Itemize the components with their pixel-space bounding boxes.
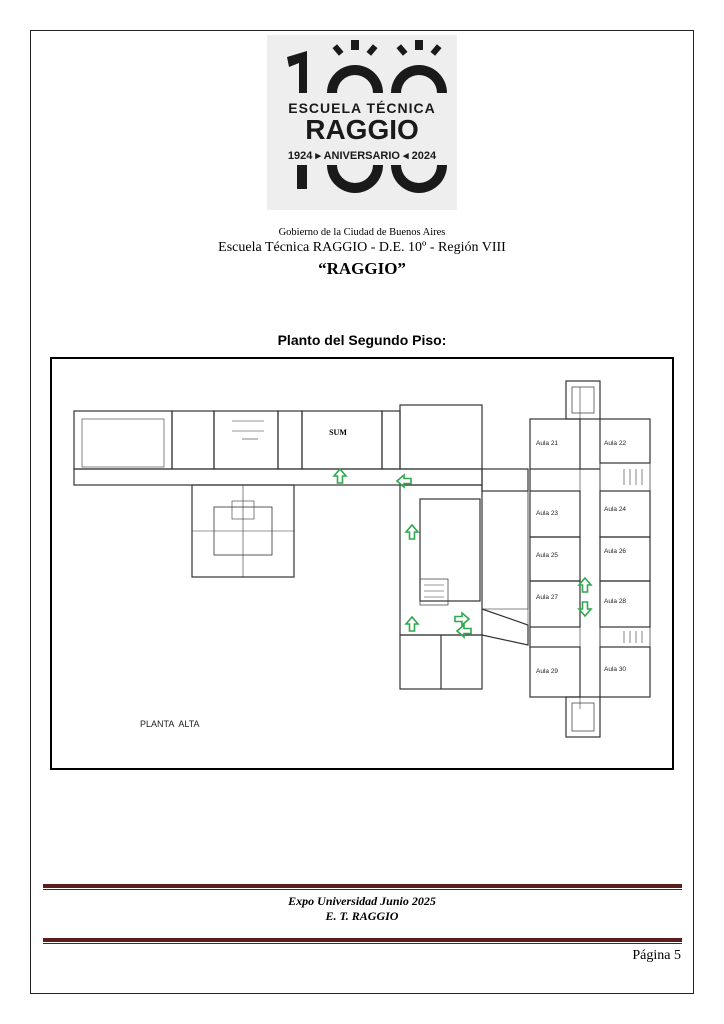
- evacuation-arrow-icon: [404, 615, 420, 632]
- logo-line1: ESCUELA TÉCNICA: [288, 100, 436, 116]
- logo-line2: RAGGIO: [305, 114, 419, 145]
- floor-plan: SUM Aula 21 Aula 22 Aula 23 Aula 24 Aula 25 A…: [50, 357, 674, 770]
- classroom-label: Aula 25: [536, 552, 558, 559]
- evacuation-arrow-icon: [577, 601, 593, 618]
- plan-title: Planto del Segundo Piso:: [277, 332, 447, 348]
- classroom-label: Aula 27: [536, 594, 558, 601]
- centenary-logo: ESCUELA TÉCNICA RAGGIO 1924 ▸ ANIVERSARI…: [267, 35, 457, 210]
- page-number: Página 5: [632, 948, 681, 963]
- evacuation-arrow-icon: [404, 523, 420, 540]
- evacuation-arrow-icon: [395, 473, 412, 489]
- government-name: Gobierno de la Ciudad de Buenos Aires: [278, 227, 446, 238]
- footer-event: Expo Universidad Junio 2025: [288, 894, 436, 908]
- evacuation-arrow-icon: [454, 611, 471, 627]
- logo-line3: 1924 ▸ ANIVERSARIO ◂ 2024: [288, 150, 437, 162]
- classroom-label: Aula 22: [604, 440, 626, 447]
- evacuation-arrow-icon: [455, 623, 472, 639]
- floor-plan-drawing: SUM Aula 21 Aula 22 Aula 23 Aula 24 Aula 25 A…: [73, 380, 651, 738]
- footer-rule-bottom: [43, 938, 682, 944]
- school-nickname: “RAGGIO”: [318, 259, 406, 278]
- classroom-label: Aula 26: [604, 548, 626, 555]
- footer-rule-top: [43, 884, 682, 890]
- classroom-label: Aula 23: [536, 510, 558, 517]
- classroom-label: Aula 30: [604, 666, 626, 673]
- footer-school: E. T. RAGGIO: [325, 909, 399, 923]
- classroom-label: Aula 29: [536, 668, 558, 675]
- school-name: Escuela Técnica RAGGIO - D.E. 10º - Regi…: [218, 240, 506, 255]
- evacuation-arrow-icon: [577, 576, 593, 593]
- classroom-label: Aula 24: [604, 506, 626, 513]
- page-frame: [30, 30, 694, 994]
- classroom-label: Aula 21: [536, 440, 558, 447]
- classroom-label: Aula 28: [604, 598, 626, 605]
- floor-label: PLANTA ALTA: [140, 719, 200, 729]
- evacuation-arrow-icon: [332, 467, 348, 484]
- sum-label: SUM: [329, 428, 347, 437]
